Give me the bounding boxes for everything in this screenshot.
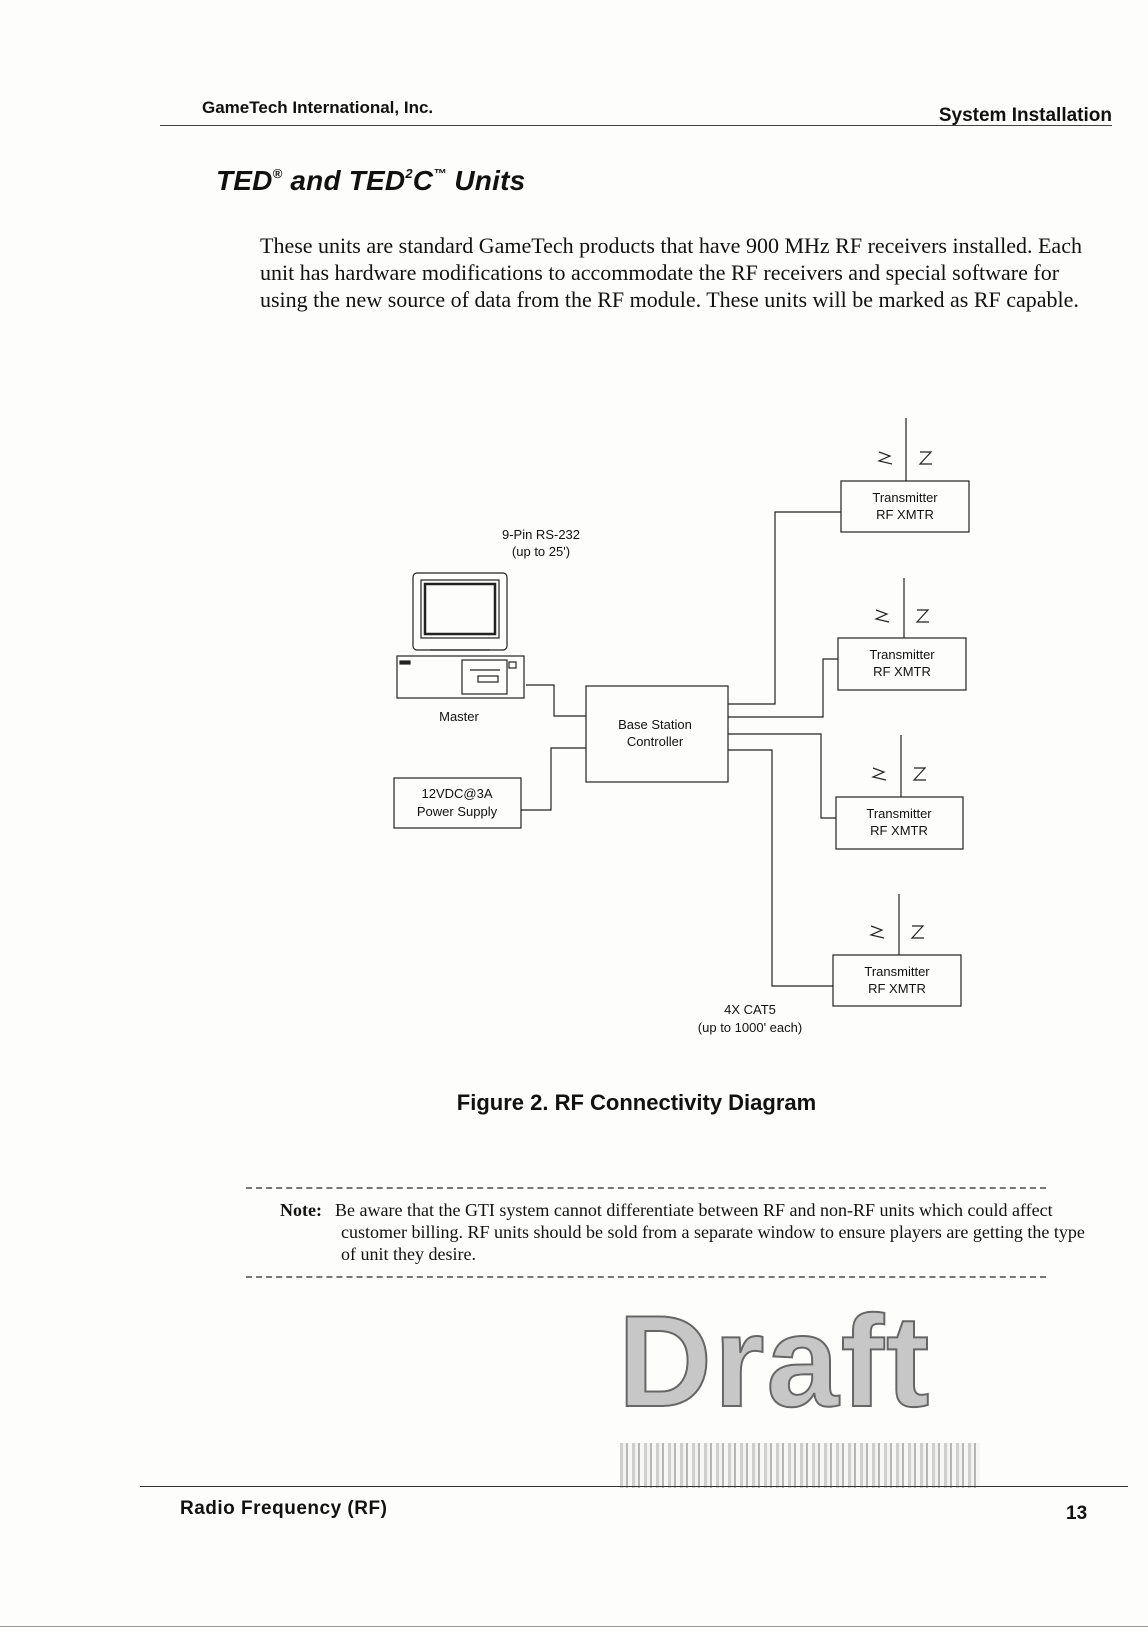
transmitter-4-line1: Transmitter xyxy=(864,964,930,979)
rs232-label-line1: 9-Pin RS-232 xyxy=(502,527,580,542)
watermark-smudge xyxy=(620,1443,980,1488)
base-station-line2: Controller xyxy=(627,734,684,749)
page-number: 13 xyxy=(1066,1503,1088,1524)
transmitter-1-line1: Transmitter xyxy=(872,490,938,505)
cat5-cable-3 xyxy=(728,733,836,819)
draft-watermark: Draft xyxy=(617,1288,932,1434)
transmitter-2-line2: RF XMTR xyxy=(873,664,931,679)
base-station-line1: Base Station xyxy=(618,717,692,732)
note-text: Be aware that the GTI system cannot diff… xyxy=(335,1200,1085,1264)
header-section: System Installation xyxy=(938,105,1112,126)
cat5-label-line2: (up to 1000' each) xyxy=(698,1020,802,1035)
cat5-cable-1 xyxy=(728,511,841,705)
footer-chapter: Radio Frequency (RF) xyxy=(180,1498,388,1519)
footer-rule xyxy=(140,1486,1128,1487)
transmitter-2-line1: Transmitter xyxy=(869,647,935,662)
header-rule xyxy=(160,125,1112,126)
rs232-label-line2: (up to 25') xyxy=(512,544,570,559)
transmitter-4-line2: RF XMTR xyxy=(868,981,926,996)
power-cable xyxy=(521,747,586,811)
note-bottom-divider xyxy=(246,1276,1046,1278)
transmitter-1-line2: RF XMTR xyxy=(876,507,934,522)
cat5-label-line1: 4X CAT5 xyxy=(724,1002,776,1017)
section-title: TED® and TED2C™ Units xyxy=(216,165,526,196)
cat5-cable-2 xyxy=(728,658,838,718)
transmitter-box-3 xyxy=(835,796,964,850)
power-supply-line2: Power Supply xyxy=(417,804,498,819)
transmitter-box-1 xyxy=(840,480,970,533)
antenna-icon-1 xyxy=(877,418,933,481)
power-supply-line1: 12VDC@3A xyxy=(421,786,492,801)
computer-icon xyxy=(396,572,525,699)
cat5-cable-4 xyxy=(728,749,833,987)
transmitter-box-2 xyxy=(837,637,967,691)
note-top-divider xyxy=(246,1187,1046,1189)
power-supply-box xyxy=(393,777,522,829)
transmitter-3-line2: RF XMTR xyxy=(870,823,928,838)
transmitter-box-4 xyxy=(832,954,962,1007)
scan-edge-line xyxy=(0,1626,1148,1627)
transmitter-3-line1: Transmitter xyxy=(866,806,932,821)
antenna-icon-2 xyxy=(874,578,930,638)
antenna-icon-3 xyxy=(871,735,927,797)
note-label: Note: xyxy=(280,1200,322,1220)
rs232-cable xyxy=(526,684,586,717)
master-label: Master xyxy=(439,709,479,724)
figure-caption: Figure 2. RF Connectivity Diagram xyxy=(456,1090,817,1115)
antenna-icon-4 xyxy=(869,894,925,955)
intro-paragraph: These units are standard GameTech produc… xyxy=(260,233,1082,312)
header-company: GameTech International, Inc. xyxy=(202,98,434,117)
